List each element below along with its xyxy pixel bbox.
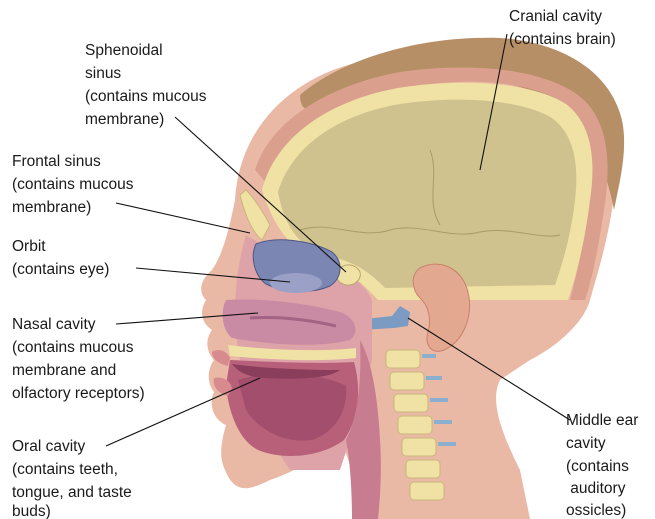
label-frontal-sinus: Frontal sinus (contains mucous membrane): [12, 153, 138, 216]
label-orbit: Orbit (contains eye): [12, 238, 109, 278]
head-illustration: [201, 38, 624, 519]
label-nasal-cavity: Nasal cavity (contains mucous membrane a…: [12, 316, 145, 402]
label-oral-cavity: Oral cavity (contains teeth, tongue, and…: [12, 438, 136, 519]
eyeball: [270, 273, 322, 293]
leader-frontal: [116, 203, 250, 233]
label-cranial-cavity: Cranial cavity (contains brain): [509, 8, 616, 48]
label-middle-ear-cavity: Middle ear cavity (contains auditory oss…: [566, 412, 643, 519]
label-sphenoidal-sinus: Sphenoidal sinus (contains mucous membra…: [85, 42, 211, 128]
